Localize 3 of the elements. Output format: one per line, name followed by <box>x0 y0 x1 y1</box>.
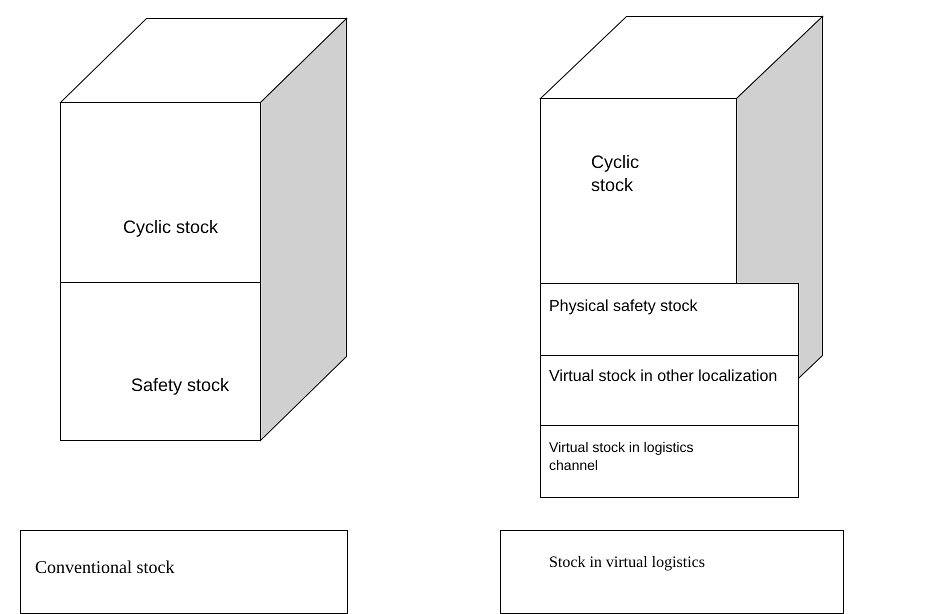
stock-layer: Virtual stock in logistics channel <box>540 425 799 498</box>
caption-box: Stock in virtual logistics <box>500 530 844 614</box>
caption-box: Conventional stock <box>20 530 348 614</box>
